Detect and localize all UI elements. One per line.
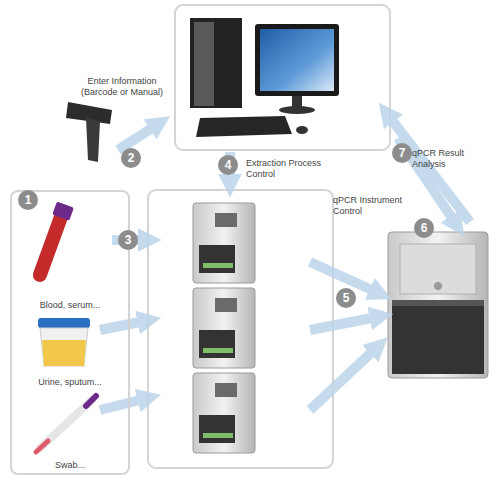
monitor <box>255 24 339 96</box>
sample-label: Blood, serum... <box>20 300 120 311</box>
swab-cap <box>86 396 96 406</box>
flow-arrow <box>392 120 470 222</box>
callout-number: 5 <box>336 288 356 308</box>
qpcr-stripe <box>392 300 484 306</box>
instrument-body <box>193 288 255 368</box>
sample-label: Urine, sputum... <box>20 377 120 388</box>
qpcr-front <box>392 300 484 374</box>
instrument-body <box>193 373 255 453</box>
callout-number: 1 <box>18 190 38 210</box>
qpcr-button <box>434 282 442 290</box>
swab <box>36 396 96 452</box>
cup-body <box>40 328 88 366</box>
scanner-grip <box>86 118 100 162</box>
annotation-label: Extraction Process Control <box>246 158 326 180</box>
callout-number: 7 <box>392 143 412 163</box>
instrument-screen <box>215 298 237 312</box>
sample-group: Blood, serum... Urine, sputum... Swab... <box>10 190 130 475</box>
tube-cap <box>52 201 74 220</box>
extraction-frame <box>148 190 333 468</box>
extraction-instrument <box>193 288 255 368</box>
pc-tower <box>190 18 242 108</box>
mouse <box>296 126 308 134</box>
cup-liquid <box>42 340 86 366</box>
computer <box>190 18 339 137</box>
flow-arrow <box>310 318 372 330</box>
sample-label: Swab... <box>20 460 120 471</box>
extraction-instrument <box>193 203 255 283</box>
qpcr-body <box>388 232 488 378</box>
urine-cup <box>38 318 90 366</box>
instrument-body <box>193 203 255 283</box>
instrument-door <box>199 415 235 443</box>
callout-number: 4 <box>218 155 238 175</box>
monitor-base <box>279 106 315 114</box>
instrument-tray <box>203 348 233 353</box>
cup-lid <box>38 318 90 328</box>
flow-arrow <box>310 262 372 290</box>
flow-arrow <box>100 400 140 410</box>
instrument-tray <box>203 263 233 268</box>
monitor-screen <box>260 29 334 91</box>
instrument-screen <box>215 213 237 227</box>
qpcr-instrument <box>388 232 488 378</box>
barcode-scanner <box>66 102 112 162</box>
annotation-label: qPCR Result Analysis <box>412 148 474 170</box>
annotation-label: qPCR Instrument Control <box>333 195 405 217</box>
annotation-label: Enter Information (Barcode or Manual) <box>72 76 172 98</box>
computer-frame <box>175 5 390 150</box>
instrument-door <box>199 245 235 273</box>
flow-arrow <box>100 322 140 330</box>
extraction-instrument <box>193 373 255 453</box>
pc-tower-front <box>194 22 214 106</box>
keyboard <box>196 116 292 137</box>
callout-number: 3 <box>118 230 138 250</box>
instrument-door <box>199 330 235 358</box>
instrument-screen <box>215 383 237 397</box>
tube-body <box>31 210 69 284</box>
callout-number: 2 <box>121 148 141 168</box>
flow-arrow <box>310 352 372 410</box>
qpcr-lid <box>400 244 476 294</box>
swab-tip <box>36 441 48 452</box>
instrument-tray <box>203 433 233 438</box>
callout-number: 6 <box>414 218 434 238</box>
flow-arrow <box>118 128 152 150</box>
blood-tube <box>29 201 74 284</box>
